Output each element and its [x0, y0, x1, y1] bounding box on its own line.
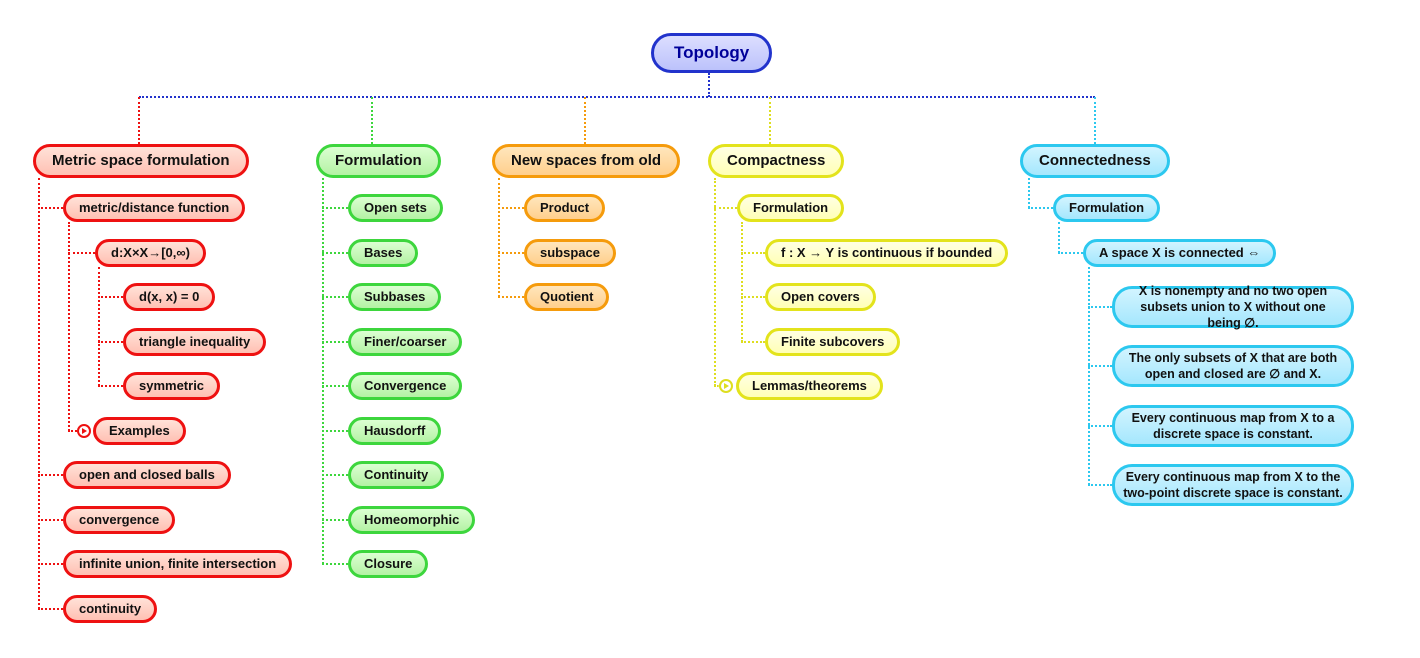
- node-metric-space-formulation[interactable]: Metric space formulation: [33, 144, 249, 178]
- node-quotient[interactable]: Quotient: [524, 283, 610, 311]
- connector: [322, 178, 324, 564]
- node-compactness-formulation[interactable]: Formulation: [737, 194, 845, 222]
- connector: [1028, 207, 1053, 209]
- triangle-icon: [82, 428, 87, 434]
- connector: [1058, 222, 1060, 253]
- connector: [98, 385, 123, 387]
- connector: [1088, 267, 1090, 485]
- node-convergence-metric[interactable]: convergence: [63, 506, 176, 534]
- connector: [322, 430, 348, 432]
- node-finite-subcovers[interactable]: Finite subcovers: [765, 328, 901, 356]
- node-connectedness[interactable]: Connectedness: [1020, 144, 1170, 178]
- connector: [98, 296, 123, 298]
- connector: [139, 96, 1095, 98]
- triangle-icon: [724, 383, 729, 389]
- connector: [498, 296, 524, 298]
- connector: [1088, 365, 1112, 367]
- node-closure[interactable]: Closure: [348, 550, 429, 578]
- connector: [322, 563, 348, 565]
- collapsed-children-icon[interactable]: [77, 424, 91, 438]
- node-continuity-metric[interactable]: continuity: [63, 595, 158, 623]
- node-new-spaces-from-old[interactable]: New spaces from old: [492, 144, 681, 178]
- node-subbases[interactable]: Subbases: [348, 283, 442, 311]
- node-nonempty-union[interactable]: X is nonempty and no two open subsets un…: [1112, 284, 1354, 330]
- collapsed-children-icon[interactable]: [719, 379, 733, 393]
- node-metric-distance-function[interactable]: metric/distance function: [63, 194, 246, 222]
- node-continuous-if-bounded[interactable]: f : X → Y is continuous if bounded: [765, 239, 1009, 267]
- connector: [322, 474, 348, 476]
- connector: [98, 341, 123, 343]
- connector: [138, 97, 140, 144]
- connector: [38, 519, 63, 521]
- connector: [1058, 252, 1083, 254]
- connector: [498, 207, 524, 209]
- connector: [741, 296, 765, 298]
- connector: [68, 430, 77, 432]
- node-continuity[interactable]: Continuity: [348, 461, 445, 489]
- node-lemmas-theorems[interactable]: Lemmas/theorems: [736, 372, 883, 400]
- node-triangle-inequality[interactable]: triangle inequality: [123, 328, 267, 356]
- connector: [1088, 484, 1112, 486]
- node-open-sets[interactable]: Open sets: [348, 194, 443, 222]
- connector: [714, 178, 716, 386]
- node-formulation[interactable]: Formulation: [316, 144, 441, 178]
- node-symmetric[interactable]: symmetric: [123, 372, 221, 400]
- connector: [714, 385, 719, 387]
- node-bases[interactable]: Bases: [348, 239, 419, 267]
- connector: [322, 341, 348, 343]
- node-open-closed-balls[interactable]: open and closed balls: [63, 461, 231, 489]
- node-connectedness-formulation[interactable]: Formulation: [1053, 194, 1161, 222]
- node-examples[interactable]: Examples: [93, 417, 186, 445]
- node-d-function[interactable]: d:X×X→[0,∞): [95, 239, 206, 267]
- node-space-connected-iff[interactable]: A space X is connected ⇔: [1083, 239, 1277, 267]
- node-two-point-map-constant[interactable]: Every continuous map from X to the two-p…: [1112, 464, 1354, 506]
- connector: [498, 178, 500, 297]
- connector: [714, 207, 737, 209]
- node-hausdorff[interactable]: Hausdorff: [348, 417, 442, 445]
- connector: [584, 97, 586, 144]
- connector: [38, 474, 63, 476]
- connector: [322, 207, 348, 209]
- node-product[interactable]: Product: [524, 194, 606, 222]
- node-discrete-map-constant[interactable]: Every continuous map from X to a discret…: [1112, 405, 1354, 447]
- connector: [68, 222, 70, 431]
- node-open-covers[interactable]: Open covers: [765, 283, 876, 311]
- connector: [38, 563, 63, 565]
- node-topology-root[interactable]: Topology: [651, 33, 773, 73]
- connector: [322, 252, 348, 254]
- connector: [1094, 97, 1096, 144]
- connector: [498, 252, 524, 254]
- connector: [98, 267, 100, 386]
- node-infinite-union[interactable]: infinite union, finite intersection: [63, 550, 293, 578]
- connector: [322, 385, 348, 387]
- connector: [1088, 425, 1112, 427]
- node-d-xx-zero[interactable]: d(x, x) = 0: [123, 283, 216, 311]
- node-compactness[interactable]: Compactness: [708, 144, 845, 178]
- connector: [68, 252, 95, 254]
- connector: [322, 296, 348, 298]
- node-finer-coarser[interactable]: Finer/coarser: [348, 328, 463, 356]
- connector: [708, 73, 710, 97]
- connector: [769, 97, 771, 144]
- connector: [38, 608, 63, 610]
- connector: [1028, 178, 1030, 208]
- connector: [741, 252, 765, 254]
- connector: [38, 207, 63, 209]
- connector: [371, 97, 373, 144]
- connector: [741, 341, 765, 343]
- connector: [1088, 306, 1112, 308]
- node-convergence[interactable]: Convergence: [348, 372, 463, 400]
- node-open-and-closed-subsets[interactable]: The only subsets of X that are both open…: [1112, 345, 1354, 387]
- connector: [741, 222, 743, 342]
- node-subspace[interactable]: subspace: [524, 239, 616, 267]
- connector: [38, 178, 40, 609]
- node-homeomorphic[interactable]: Homeomorphic: [348, 506, 476, 534]
- connector: [322, 519, 348, 521]
